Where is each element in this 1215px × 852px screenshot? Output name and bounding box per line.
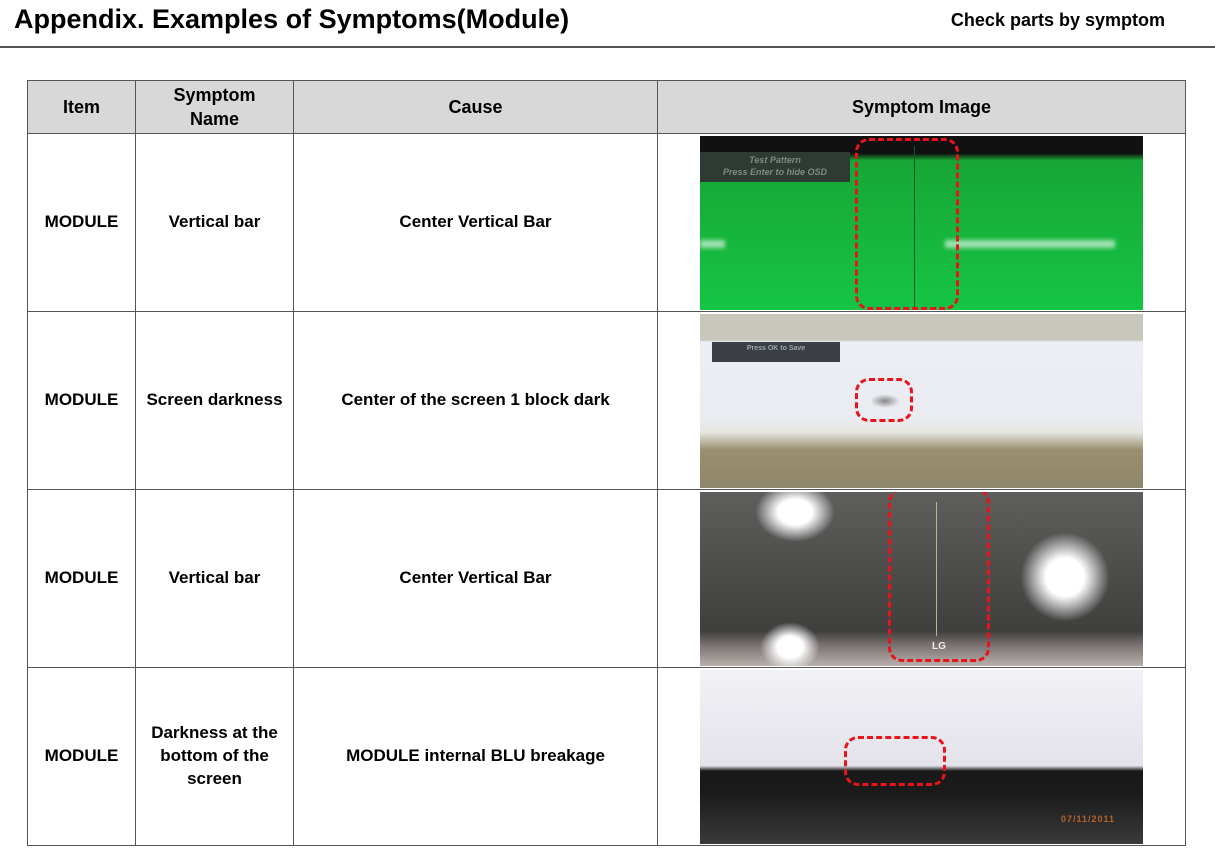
brand-logo: LG bbox=[932, 640, 946, 652]
defect-line bbox=[936, 501, 937, 636]
highlight-marker bbox=[855, 377, 913, 422]
table-row: MODULE Screen darkness Center of the scr… bbox=[27, 311, 1186, 490]
symptom-cell: Screen darkness bbox=[135, 311, 294, 490]
symptom-photo: Press OK to Save bbox=[700, 313, 1143, 488]
item-cell: MODULE bbox=[27, 667, 136, 846]
table-header-row: Item Symptom Name Cause Symptom Image bbox=[27, 80, 1186, 134]
highlight-marker bbox=[888, 491, 990, 662]
item-cell: MODULE bbox=[27, 311, 136, 490]
page-title: Appendix. Examples of Symptoms(Module) bbox=[14, 4, 570, 34]
image-cell: LG bbox=[657, 489, 1186, 668]
photo-osd: Press OK to Save bbox=[712, 341, 840, 362]
item-cell: MODULE bbox=[27, 489, 136, 668]
cause-cell: Center of the screen 1 block dark bbox=[293, 311, 658, 490]
image-cell: Press OK to Save bbox=[657, 311, 1186, 490]
cause-cell: Center Vertical Bar bbox=[293, 489, 658, 668]
cause-cell: Center Vertical Bar bbox=[293, 133, 658, 312]
column-header-symptom: Symptom Name bbox=[135, 80, 294, 134]
glare bbox=[945, 239, 1115, 248]
cause-cell: MODULE internal BLU breakage bbox=[293, 667, 658, 846]
table-row: MODULE Vertical bar Center Vertical Bar … bbox=[27, 489, 1186, 668]
image-cell: 07/11/2011 bbox=[657, 667, 1186, 846]
item-cell: MODULE bbox=[27, 133, 136, 312]
highlight-marker bbox=[844, 735, 946, 786]
osd-text: Press Enter to hide OSD bbox=[722, 166, 828, 177]
osd-text: Test Pattern bbox=[749, 154, 801, 165]
symptom-cell: Vertical bar bbox=[135, 133, 294, 312]
symptom-photo: 07/11/2011 bbox=[700, 669, 1143, 844]
column-header-image: Symptom Image bbox=[657, 80, 1186, 134]
glare bbox=[700, 239, 725, 248]
glare bbox=[1020, 531, 1110, 622]
page-subtitle: Check parts by symptom bbox=[950, 10, 1165, 30]
column-header-cause: Cause bbox=[293, 80, 658, 134]
glare bbox=[755, 491, 835, 542]
table-row: MODULE Darkness at the bottom of the scr… bbox=[27, 667, 1186, 846]
defect-line bbox=[914, 145, 915, 310]
table-row: MODULE Vertical bar Center Vertical Bar … bbox=[27, 133, 1186, 312]
symptom-cell: Darkness at the bottom of the screen bbox=[135, 667, 294, 846]
highlight-marker bbox=[855, 137, 959, 310]
column-header-item: Item bbox=[27, 80, 136, 134]
dark-spot bbox=[870, 393, 900, 408]
symptom-cell: Vertical bar bbox=[135, 489, 294, 668]
symptom-table: Item Symptom Name Cause Symptom Image MO… bbox=[27, 80, 1186, 846]
photo-date: 07/11/2011 bbox=[1060, 814, 1115, 825]
symptom-photo: LG bbox=[700, 491, 1143, 666]
header-divider bbox=[0, 46, 1215, 48]
glare bbox=[760, 621, 820, 666]
